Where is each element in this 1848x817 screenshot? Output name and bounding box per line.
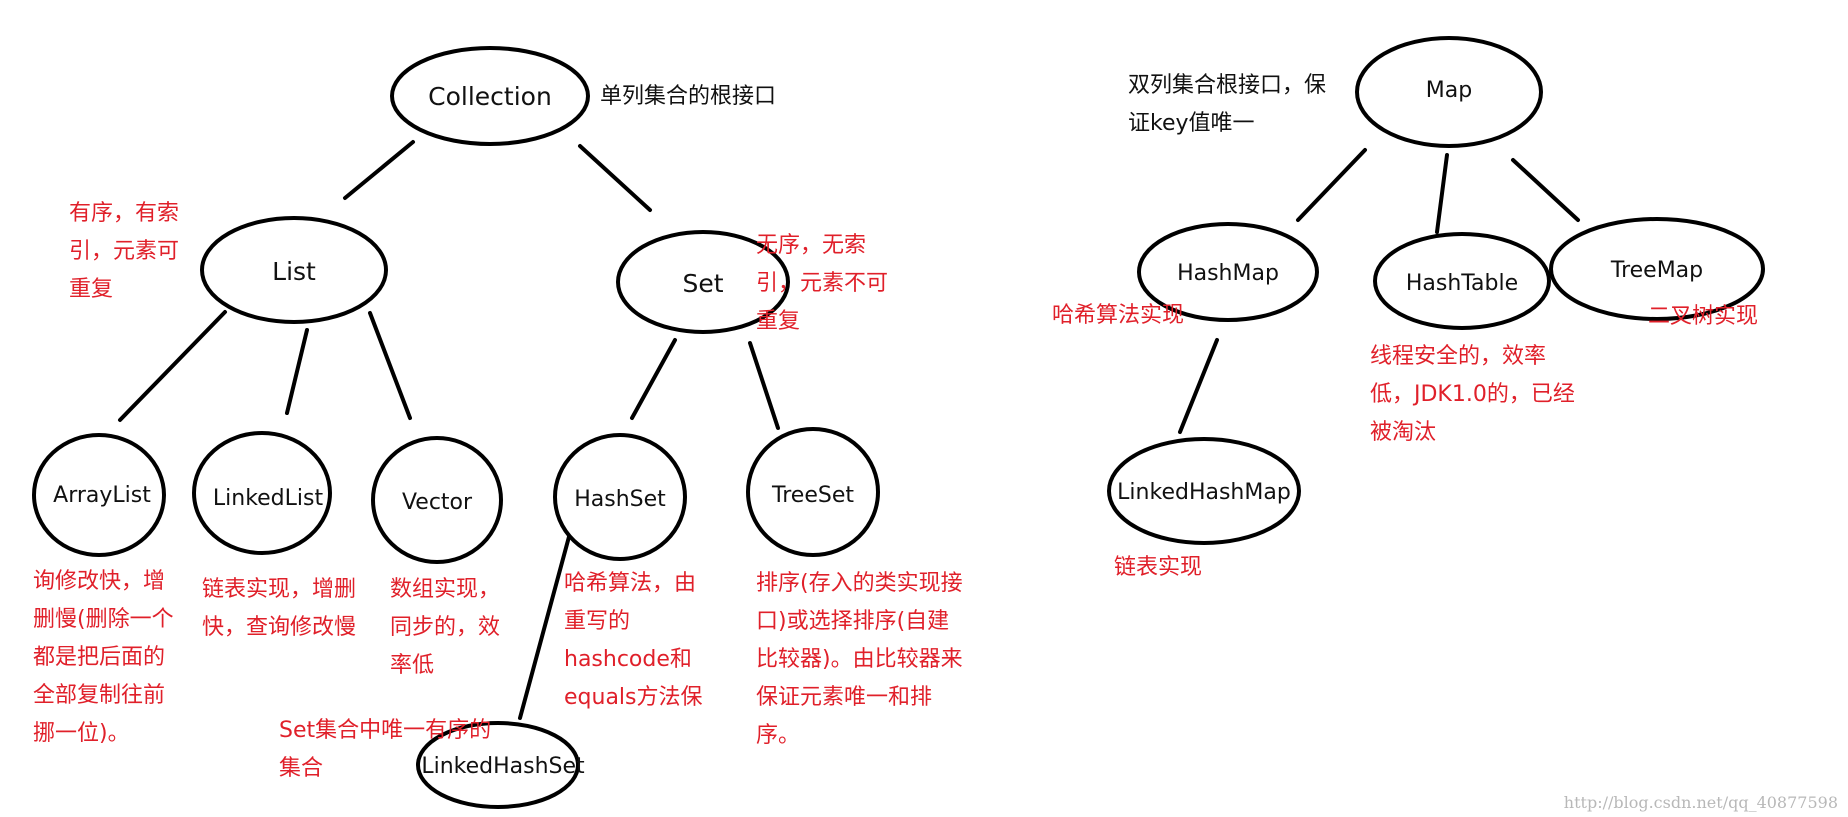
note-linkedlist: 链表实现，增删 快，查询修改慢 xyxy=(202,577,363,640)
edge-map-hashtable xyxy=(1435,153,1449,234)
edge-set-treeset xyxy=(748,341,780,430)
edge-set-hashset xyxy=(630,338,677,420)
label-treemap: TreeMap xyxy=(1610,258,1703,283)
annotations: 单列集合的根接口 有序，有索 引，元素可 重复 无序，无索 引，元素不可 重复 … xyxy=(33,73,1758,781)
note-linkedhashset: Set集合中唯一有序的 集合 xyxy=(279,718,498,781)
node-hashmap xyxy=(1137,222,1319,322)
note-treemap: 二叉树实现 xyxy=(1648,304,1758,329)
node-hashset xyxy=(553,433,687,561)
node-arraylist xyxy=(32,433,166,557)
label-list: List xyxy=(272,257,316,286)
edge-list-arraylist xyxy=(118,310,227,422)
edge-collection-list xyxy=(343,140,415,200)
note-vector: 数组实现， 同步的，效 率低 xyxy=(390,577,507,678)
note-hashmap: 哈希算法实现 xyxy=(1052,303,1184,328)
edge-collection-set xyxy=(578,144,652,212)
nodes xyxy=(32,36,1765,809)
connectors xyxy=(118,140,1580,720)
label-linkedlist: LinkedList xyxy=(213,486,324,511)
node-linkedhashmap xyxy=(1107,437,1301,545)
node-map xyxy=(1355,36,1543,148)
label-hashset: HashSet xyxy=(574,487,666,512)
note-set: 无序，无索 引，元素不可 重复 xyxy=(756,233,895,334)
note-linkedhashmap: 链表实现 xyxy=(1114,555,1202,580)
label-hashtable: HashTable xyxy=(1406,271,1518,296)
edge-map-treemap xyxy=(1511,158,1580,222)
edge-list-vector xyxy=(368,311,412,420)
edge-hashmap-linkedhashmap xyxy=(1178,338,1219,434)
label-treeset: TreeSet xyxy=(771,483,854,508)
node-linkedhashset xyxy=(416,721,580,809)
node-hashtable xyxy=(1373,232,1551,330)
label-set: Set xyxy=(682,269,723,298)
node-vector xyxy=(371,436,503,564)
edge-list-linkedlist xyxy=(285,328,309,415)
label-arraylist: ArrayList xyxy=(53,483,151,508)
note-treeset: 排序(存入的类实现接 口)或选择排序(自建 比较器)。由比较器来 保证元素唯一和… xyxy=(756,571,970,748)
note-list: 有序，有索 引，元素可 重复 xyxy=(69,201,186,302)
edge-map-hashmap xyxy=(1296,148,1367,222)
note-hashset: 哈希算法，由 重写的 hashcode和 equals方法保 xyxy=(564,571,703,710)
node-treemap xyxy=(1549,217,1765,321)
node-labels: Collection List Set ArrayList LinkedList… xyxy=(53,78,1703,779)
note-map: 双列集合根接口，保 证key值唯一 xyxy=(1128,73,1333,136)
node-treeset xyxy=(746,427,880,557)
label-map: Map xyxy=(1426,78,1472,103)
note-collection: 单列集合的根接口 xyxy=(600,84,776,109)
label-collection: Collection xyxy=(428,82,552,111)
label-linkedhashset: LinkedHashSet xyxy=(421,754,585,779)
label-vector: Vector xyxy=(402,490,473,515)
node-linkedlist xyxy=(192,431,332,555)
node-set xyxy=(616,230,790,334)
edge-hashset-linkedhashset xyxy=(518,531,572,720)
watermark-url: http://blog.csdn.net/qq_40877598 xyxy=(1564,793,1838,812)
node-list xyxy=(200,216,388,324)
note-arraylist: 询修改快，增 删慢(删除一个 都是把后面的 全部复制往前 挪一位)。 xyxy=(33,569,181,746)
node-collection xyxy=(390,46,590,146)
note-hashtable: 线程安全的，效率 低，JDK1.0的，已经 被淘汰 xyxy=(1370,344,1582,445)
label-hashmap: HashMap xyxy=(1177,261,1279,286)
label-linkedhashmap: LinkedHashMap xyxy=(1117,480,1291,505)
